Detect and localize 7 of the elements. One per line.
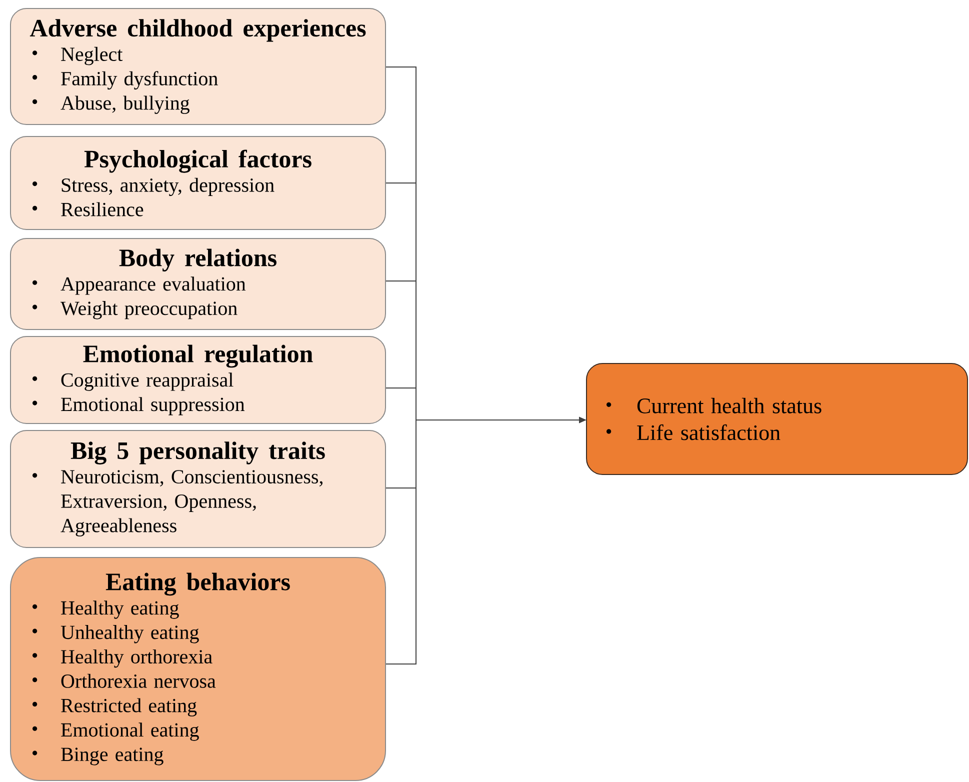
factor-box: Big 5 personality traits Neuroticism, Conscientiousness, Extraversion, Openness, Agreeableness [10,430,386,548]
factor-box: Adverse childhood experiences Neglect Family dysfunction Abuse, bullying [10,8,386,125]
outcome-box: Current health status Life satisfaction [586,363,968,475]
factor-box: Emotional regulation Cognitive reappraisal Emotional suppression [10,336,386,424]
factor-box: Body relations Appearance evaluation Weight preoccupation [10,238,386,330]
factor-box: Psychological factors Stress, anxiety, depression Resilience [10,136,386,230]
factor-box: Eating behaviors Healthy eating Unhealthy eating Healthy orthorexia Orthorexia nervosa Restricted eating Emotional eating Binge eating [10,557,386,781]
